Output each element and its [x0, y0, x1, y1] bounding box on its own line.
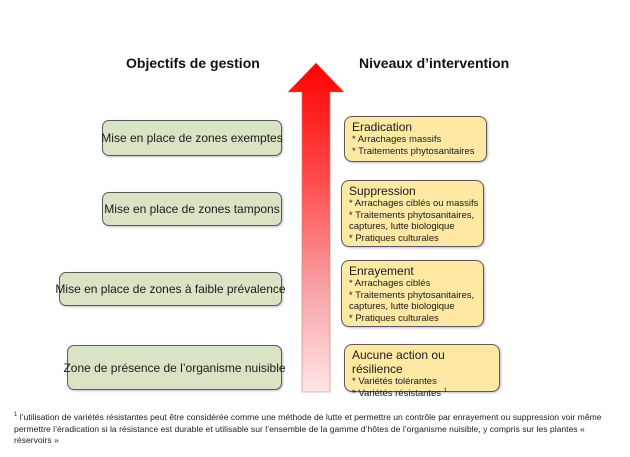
up-arrow-icon [287, 62, 345, 393]
level-enrayement: Enrayement * Arrachages ciblés * Traitem… [341, 260, 484, 327]
objective-zones-exemptes: Mise en place de zones exemptes [101, 120, 283, 156]
objective-label: Mise en place de zones exemptes [101, 131, 283, 145]
level-line: * Variétés tolérantes [352, 376, 437, 387]
objective-label: Zone de présence de l’organisme nuisible [63, 360, 286, 375]
objectives-heading: Objectifs de gestion [126, 55, 260, 71]
level-suppression: Suppression * Arrachages ciblés ou massi… [341, 180, 484, 247]
level-line: * Arrachages ciblés [349, 278, 431, 289]
footnote: 1 l’utilisation de variétés résistantes … [14, 412, 620, 447]
level-line: * Traitements phytosanitaires, [349, 209, 475, 221]
level-line: captures, lutte biologique [349, 301, 455, 312]
objective-label: Mise en place de zones tampons [104, 202, 280, 216]
footnote-marker: 1 [14, 412, 18, 419]
objective-zone-presence: Zone de présence de l’organisme nuisible [63, 345, 286, 390]
level-title: Eradication [352, 120, 413, 134]
level-line: * Traitements phytosanitaires, [349, 289, 475, 301]
level-title: Aucune action ou résilience [352, 348, 445, 376]
footnote-text: l’utilisation de variétés résistantes pe… [14, 412, 602, 445]
level-line: * Arrachages massifs [352, 134, 442, 145]
level-line-with-footnote: * Variétés résistantes 1 [352, 387, 493, 400]
level-line: * Variétés résistantes [352, 387, 442, 399]
intervention-levels-heading: Niveaux d’intervention [359, 55, 510, 71]
objective-zones-tampons: Mise en place de zones tampons [102, 192, 282, 226]
objective-label: Mise en place de zones à faible prévalen… [55, 282, 286, 296]
level-line: * Pratiques culturales [349, 232, 439, 244]
level-title: Suppression [349, 184, 416, 198]
level-line: * Arrachages ciblés ou massifs [349, 198, 479, 209]
footnote-marker: 1 [443, 387, 448, 394]
level-title: Enrayement [349, 264, 414, 278]
level-line: * Pratiques culturales [349, 312, 439, 324]
level-line: captures, lutte biologique [349, 221, 455, 232]
objective-zones-faible-prevalence: Mise en place de zones à faible prévalen… [55, 272, 286, 306]
level-aucune-action: Aucune action ou résilience * Variétés t… [344, 344, 500, 399]
level-eradication: Eradication * Arrachages massifs * Trait… [344, 116, 487, 162]
level-line: * Traitements phytosanitaires [352, 145, 475, 157]
